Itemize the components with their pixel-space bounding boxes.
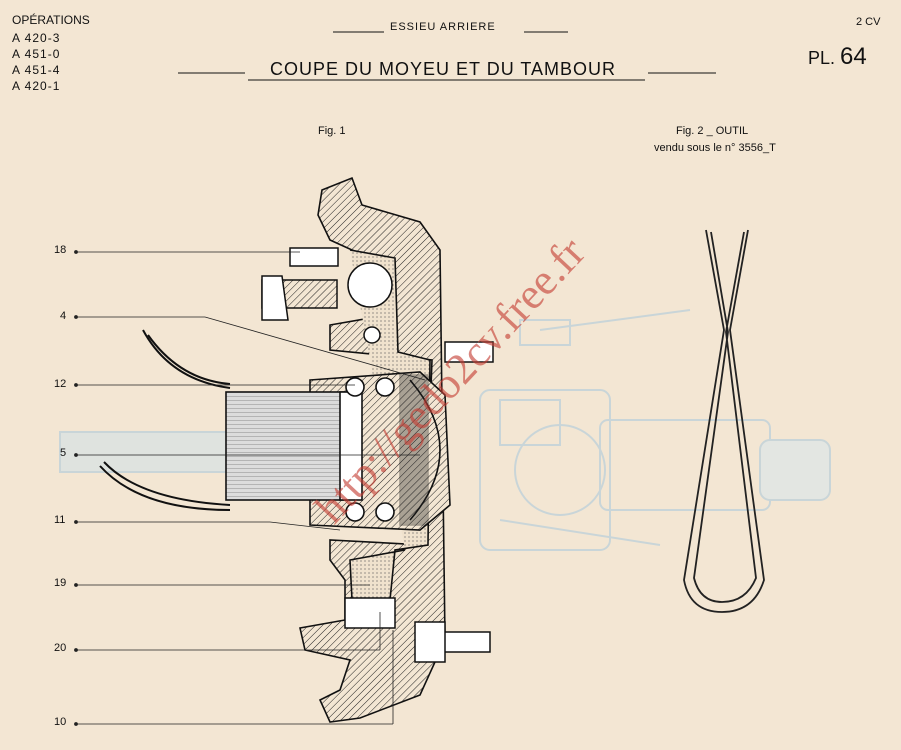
operation-code: A 451-0 <box>12 47 61 61</box>
tweezer-tool <box>683 229 765 613</box>
callout-label: 5 <box>60 447 67 459</box>
plate-label: PL. 64 <box>808 45 867 69</box>
operation-code: A 451-4 <box>12 63 61 77</box>
hub <box>225 371 451 531</box>
wheel-cylinder <box>261 247 393 344</box>
operations-title: OPÉRATIONS <box>12 13 90 27</box>
operation-code: A 420-3 <box>12 31 61 45</box>
callout-label: 20 <box>54 642 67 654</box>
axle-tube <box>99 329 231 511</box>
title-rules <box>178 31 716 81</box>
leader-lines <box>74 250 426 726</box>
plate-number: 64 <box>840 43 867 70</box>
figure-1-label: Fig. 1 <box>318 125 346 137</box>
page-title: COUPE DU MOYEU ET DU TAMBOUR <box>270 59 617 79</box>
figure-2-caption: vendu sous le n° 3556_T <box>654 142 776 154</box>
callout-label: 19 <box>54 577 67 589</box>
model-label: 2 CV <box>856 16 881 28</box>
plate-prefix: PL. <box>808 48 836 68</box>
callout-label: 4 <box>60 310 67 322</box>
callout-label: 10 <box>54 716 67 728</box>
callout-label: 11 <box>54 514 66 526</box>
figure-2-label: Fig. 2 _ OUTIL <box>676 125 749 137</box>
pipe-unions <box>344 341 494 663</box>
callout-label: 18 <box>54 244 67 256</box>
operation-code: A 420-1 <box>12 79 61 93</box>
callout-label: 12 <box>54 378 67 390</box>
section-title: ESSIEU ARRIERE <box>390 21 496 33</box>
